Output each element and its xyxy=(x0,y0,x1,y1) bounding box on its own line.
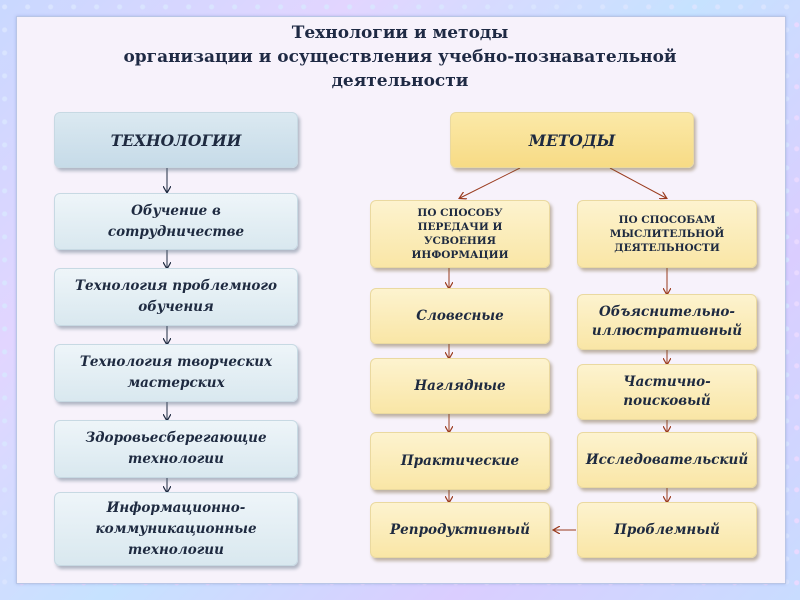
title-line-2: организации и осуществления учебно-позна… xyxy=(123,47,677,67)
technology-item: Информационно-коммуникационные технологи… xyxy=(54,492,298,566)
technology-item: Обучение в сотрудничестве xyxy=(54,193,298,250)
method-item-left: Практические xyxy=(370,432,550,490)
technology-item: Технология творческих мастерских xyxy=(54,344,298,402)
methods-right-header: ПО СПОСОБАМ МЫСЛИТЕЛЬНОЙ ДЕЯТЕЛЬНОСТИ xyxy=(577,200,757,268)
method-arrow-right xyxy=(609,167,666,198)
method-item-right: Проблемный xyxy=(577,502,757,558)
title-line-3: деятельности xyxy=(331,71,469,91)
technologies-header: ТЕХНОЛОГИИ xyxy=(54,112,298,168)
methods-left-header: ПО СПОСОБУ ПЕРЕДАЧИ И УСВОЕНИЯ ИНФОРМАЦИ… xyxy=(370,200,550,268)
method-arrow-left xyxy=(460,167,521,198)
title-line-1: Технологии и методы xyxy=(291,23,509,43)
slide-title: Технологии и методы организации и осущес… xyxy=(0,21,800,93)
method-item-left: Словесные xyxy=(370,288,550,344)
method-item-left: Наглядные xyxy=(370,358,550,414)
method-item-right: Исследовательский xyxy=(577,432,757,488)
method-item-right: Объяснительно-иллюстративный xyxy=(577,294,757,350)
technology-item: Здоровьесберегающие технологии xyxy=(54,420,298,478)
technology-item: Технология проблемного обучения xyxy=(54,268,298,326)
method-item-right: Частично-поисковый xyxy=(577,364,757,420)
method-item-left: Репродуктивный xyxy=(370,502,550,558)
methods-header: МЕТОДЫ xyxy=(450,112,694,168)
